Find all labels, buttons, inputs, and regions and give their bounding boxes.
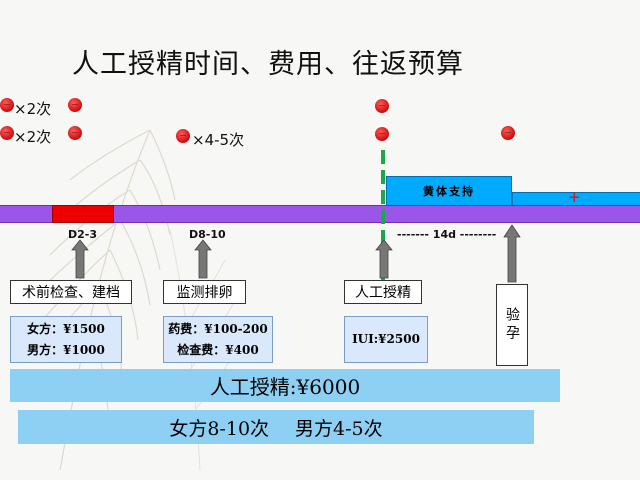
luteal-support-label: 黄体支持 [423,185,475,198]
total-cost-label: 人工授精:¥6000 [209,375,361,399]
step-monitor-label: 监测排卵 [176,285,233,301]
up-arrow-icon [194,239,212,279]
plus-mark: + [568,188,581,206]
visit-dot [0,98,14,112]
day-label-d2-3: D2-3 [68,228,98,241]
page-title: 人工授精时间、费用、往返预算 [72,49,464,80]
day-label-d8-10: D8-10 [189,228,226,241]
cost-box-iui: IUI:¥2500 [344,316,428,363]
trip-count-band: 女方8-10次 男方4-5次 [18,410,534,444]
visit-dot [375,99,389,113]
cost-male: 男方：¥1000 [27,342,105,357]
cost-box-monitor: 药费：¥100-200 检查费：¥400 [163,316,273,363]
step-pregnancy-test: 验孕 [496,284,528,366]
up-arrow-icon [71,239,89,279]
step-preop-label: 术前检查、建档 [22,285,120,301]
female-trips-label: 女方8-10次 [169,417,270,440]
up-arrow-icon [375,239,393,279]
total-cost-band: 人工授精:¥6000 [10,369,560,402]
visit-dot [375,127,389,141]
menstruation-segment [52,205,114,223]
visit-count-label-male: ×2次 [14,128,52,146]
cost-iui: IUI:¥2500 [352,332,420,346]
visit-count-label-monitor: ×4-5次 [192,131,245,149]
step-preop-exam: 术前检查、建档 [10,280,132,304]
step-ovulation-monitoring: 监测排卵 [163,280,246,304]
step-iui-label: 人工授精 [355,285,411,301]
visit-dot [501,126,515,140]
interval-label-14d: ------- 14d -------- [397,228,497,241]
male-trips-label: 男方4-5次 [295,417,383,440]
visit-dot [0,126,14,140]
visit-dot [68,98,82,112]
visit-dot [68,126,82,140]
visit-count-label-female: ×2次 [14,100,52,118]
cost-female: 女方：¥1500 [27,321,105,336]
up-arrow-icon [503,224,521,283]
cost-drugs: 药费：¥100-200 [168,321,268,336]
step-iui: 人工授精 [344,280,422,304]
cost-box-preop: 女方：¥1500 男方：¥1000 [10,316,122,363]
cost-exam: 检查费：¥400 [177,342,259,357]
cycle-timeline [0,205,640,223]
step-pregnancy-test-label: 验孕 [504,307,520,343]
visit-dot [176,129,190,143]
